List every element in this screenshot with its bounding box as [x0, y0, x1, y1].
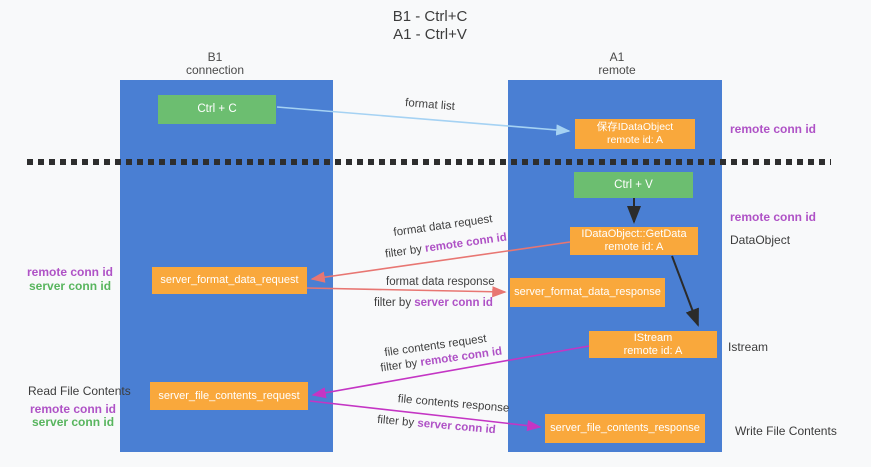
title-line-2: A1 - Ctrl+V — [393, 26, 467, 43]
filter-by-text-1: filter by — [384, 242, 426, 261]
save-dataobject-line1: 保存IDataObject — [596, 121, 674, 133]
format-data-response-filter-label: filter by server conn id — [374, 297, 493, 309]
save-dataobject-line2: remote id: A — [606, 134, 664, 146]
lane-a1-name: A1 — [609, 50, 625, 64]
dashed-separator — [27, 159, 831, 165]
lane-header-b1: B1 connection — [145, 51, 285, 77]
ctrl-c-box: Ctrl + C — [158, 95, 276, 124]
server-format-data-request-box: server_format_data_request — [152, 267, 307, 294]
istream-box: IStream remote id: A — [589, 331, 717, 358]
lane-header-a1: A1 remote — [547, 51, 687, 77]
remote-conn-id-label-mid: remote conn id — [730, 210, 817, 224]
format-list-label: format list — [404, 97, 456, 113]
istream-line1: IStream — [633, 331, 673, 344]
server-format-data-response-box: server_format_data_response — [510, 278, 665, 307]
lane-a1-role: remote — [598, 63, 636, 77]
file-contents-response-label: file contents response — [397, 393, 510, 415]
left-remote-conn-id-2: remote conn id — [30, 402, 117, 416]
filter-server-conn-id-2: server conn id — [416, 417, 497, 437]
istream-line2: remote id: A — [623, 344, 683, 357]
server-file-contents-response-label: server_file_contents_response — [550, 422, 700, 434]
left-server-conn-id-1: server conn id — [29, 279, 112, 293]
istream-side-label: Istream — [728, 340, 769, 354]
filter-by-text-2: filter by — [374, 297, 415, 309]
save-dataobject-box: 保存IDataObject remote id: A — [575, 119, 695, 149]
diagram-title: B1 - Ctrl+C A1 - Ctrl+V — [280, 8, 580, 44]
dataobject-label: DataObject — [730, 233, 791, 247]
getdata-line1: IDataObject::GetData — [581, 228, 687, 240]
filter-server-conn-id-1: server conn id — [414, 297, 493, 309]
left-server-conn-id-2: server conn id — [32, 415, 115, 429]
format-data-response-label: format data response — [386, 276, 495, 288]
read-file-contents-label: Read File Contents — [28, 384, 131, 398]
getdata-line2: remote id: A — [604, 241, 664, 253]
server-format-data-response-label: server_format_data_response — [514, 286, 661, 298]
ctrl-c-label: Ctrl + C — [197, 103, 237, 115]
title-line-1: B1 - Ctrl+C — [392, 8, 468, 25]
server-file-contents-response-box: server_file_contents_response — [545, 414, 705, 443]
getdata-box: IDataObject::GetData remote id: A — [570, 227, 698, 255]
remote-conn-id-label-top: remote conn id — [730, 122, 817, 136]
server-file-contents-request-box: server_file_contents_request — [150, 382, 308, 410]
server-format-data-request-label: server_format_data_request — [160, 274, 299, 286]
write-file-contents-label: Write File Contents — [735, 424, 837, 438]
filter-by-text-4: filter by — [376, 413, 418, 430]
left-remote-conn-id-1: remote conn id — [27, 265, 114, 279]
ctrl-v-box: Ctrl + V — [574, 172, 693, 198]
format-data-response-arrow — [306, 286, 507, 298]
lane-b1-role: connection — [185, 63, 245, 77]
server-file-contents-request-label: server_file_contents_request — [158, 389, 300, 402]
filter-remote-conn-id-1: remote conn id — [424, 231, 508, 255]
ctrl-v-label: Ctrl + V — [614, 178, 653, 191]
file-contents-response-filter-label: filter by server conn id — [376, 413, 497, 437]
filter-by-text-3: filter by — [379, 356, 422, 375]
lane-b1-name: B1 — [207, 50, 223, 64]
